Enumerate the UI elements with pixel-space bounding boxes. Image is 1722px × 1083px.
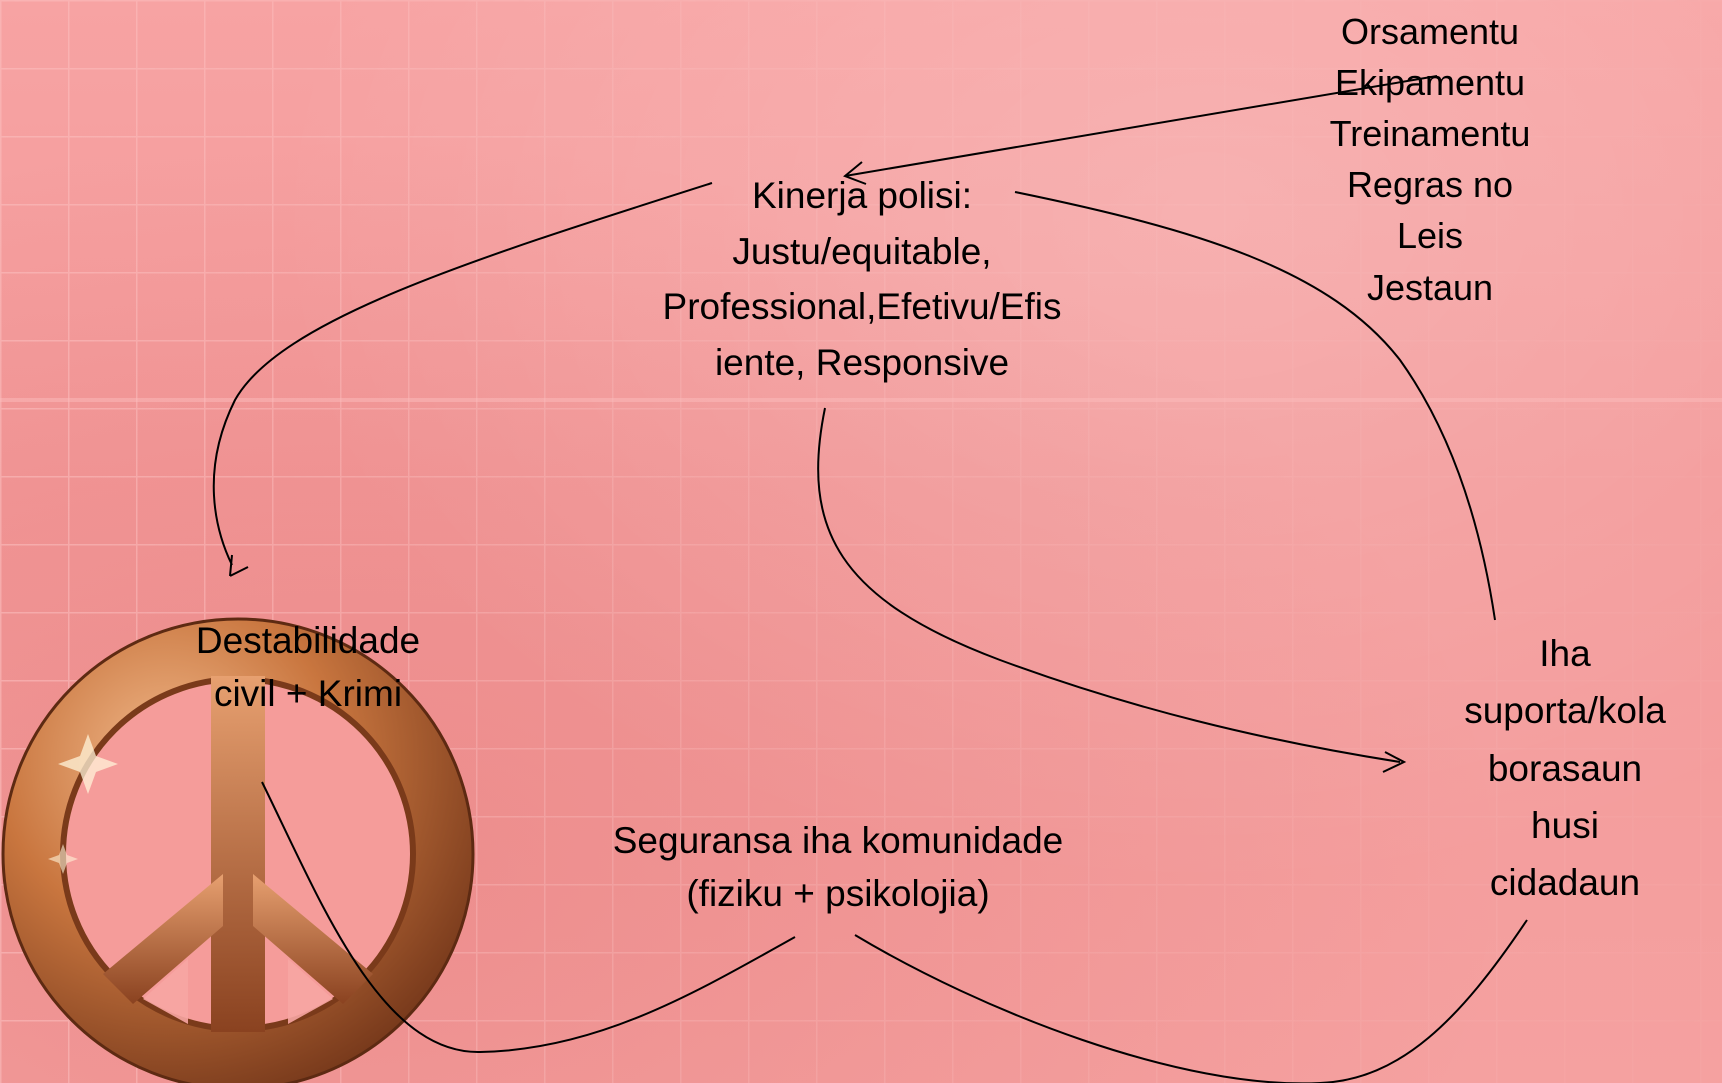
resource-item: Orsamentu — [1340, 11, 1520, 52]
seguransa-line: Seguransa iha komunidade — [612, 820, 1064, 861]
resource-item: Treinamentu — [1329, 113, 1531, 155]
kinerja-line: Professional,Efetivu/Efis — [662, 286, 1062, 327]
kinerja-line: Kinerja polisi: — [751, 175, 973, 216]
resource-item: Regras no — [1346, 164, 1514, 206]
destabilidade-line: Destabilidade — [195, 620, 421, 661]
kinerja-line: iente, Responsive — [714, 341, 1010, 383]
resources-list: Orsamentu Ekipamentu Treinamentu Regras … — [1280, 6, 1580, 313]
iha-line: borasaun — [1487, 747, 1643, 789]
iha-line: cidadaun — [1489, 862, 1641, 904]
seguransa-node: Seguransa iha komunidade (fiziku + psiko… — [518, 815, 1158, 920]
iha-line: Iha — [1539, 633, 1591, 674]
iha-line: suporta/kola — [1464, 690, 1666, 732]
resource-item: Ekipamentu — [1334, 62, 1526, 104]
seguransa-line: (fiziku + psikolojia) — [686, 872, 990, 914]
iha-suporta-node: Iha suporta/kola borasaun husi cidadaun — [1415, 625, 1715, 912]
destabilidade-line: civil + Krimi — [213, 672, 403, 714]
resource-item: Leis — [1396, 215, 1464, 257]
destabilidade-node: Destabilidade civil + Krimi — [148, 615, 468, 720]
iha-line: husi — [1531, 805, 1599, 847]
kinerja-line: Justu/equitable, — [732, 230, 992, 272]
resource-item: Jestaun — [1366, 266, 1494, 308]
kinerja-node: Kinerja polisi: Justu/equitable, Profess… — [582, 168, 1142, 390]
